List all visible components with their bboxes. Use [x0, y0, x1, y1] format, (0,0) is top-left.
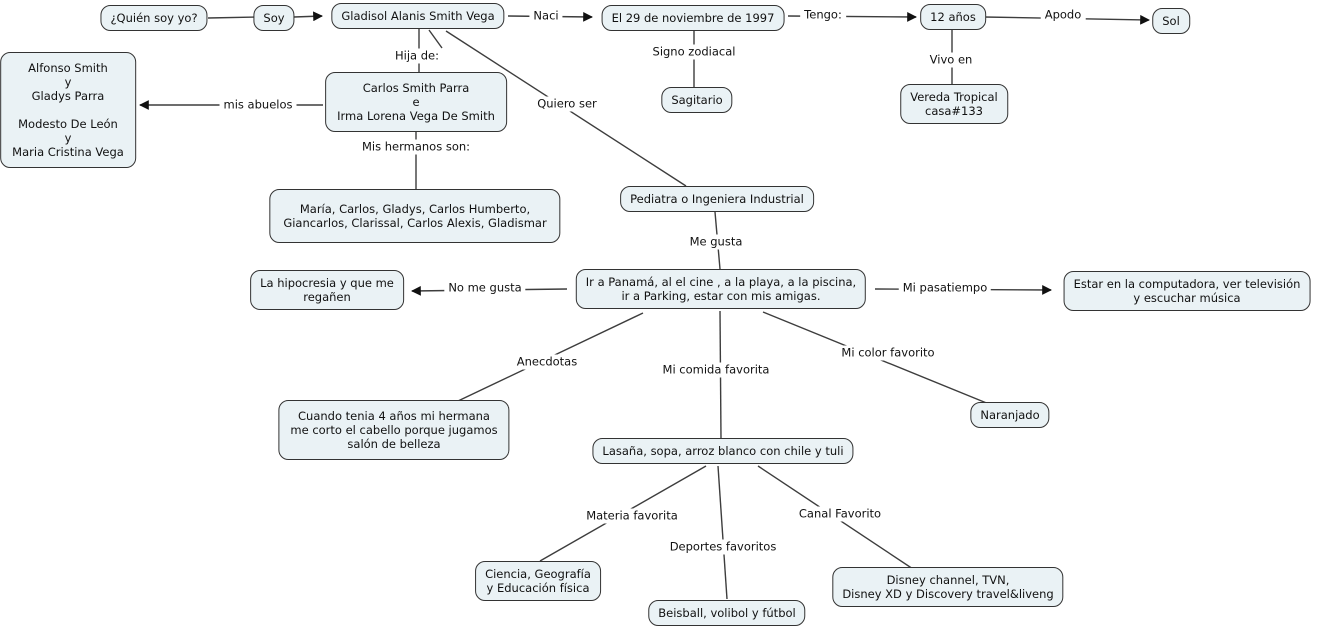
link-label-mi-comida-favorita[interactable]: Mi comida favorita: [658, 362, 774, 378]
node-materias-favoritas[interactable]: Ciencia, Geografía y Educación física: [475, 561, 601, 601]
node-color-favorito[interactable]: Naranjado: [970, 402, 1050, 428]
node-hermanos[interactable]: María, Carlos, Gladys, Carlos Humberto, …: [269, 189, 561, 243]
node-pasatiempos[interactable]: Estar en la computadora, ver televisión …: [1063, 271, 1311, 311]
link-label-no-me-gusta[interactable]: No me gusta: [444, 280, 526, 296]
node-quien-soy-yo[interactable]: ¿Quién soy yo?: [100, 5, 208, 31]
link-label-mis-abuelos[interactable]: mis abuelos: [219, 97, 297, 113]
node-apodo-sol[interactable]: Sol: [1152, 8, 1190, 34]
link-label-naci[interactable]: Naci: [529, 8, 563, 24]
link-label-quiero-ser[interactable]: Quiero ser: [533, 96, 601, 112]
link-label-anecdotas[interactable]: Anecdotas: [512, 354, 582, 370]
link-label-hija-de[interactable]: Hija de:: [391, 48, 443, 64]
edge-comida-deportes: [717, 465, 728, 600]
link-label-deportes-favoritos[interactable]: Deportes favoritos: [665, 539, 781, 555]
link-label-vivo-en[interactable]: Vivo en: [925, 52, 977, 68]
link-label-signo-zodiacal[interactable]: Signo zodiacal: [648, 44, 740, 60]
node-soy[interactable]: Soy: [253, 5, 295, 31]
node-padres[interactable]: Carlos Smith Parra e Irma Lorena Vega De…: [325, 72, 507, 132]
edge-soy-nombre: [293, 11, 323, 22]
node-canales-favoritos[interactable]: Disney channel, TVN, Disney XD y Discove…: [832, 567, 1064, 607]
link-label-materia-favorita[interactable]: Materia favorita: [582, 508, 682, 524]
link-label-canal-favorito[interactable]: Canal Favorito: [794, 506, 886, 522]
link-label-mi-pasatiempo[interactable]: Mi pasatiempo: [898, 280, 992, 296]
edge-nombre-hija-stub: [428, 29, 443, 49]
link-label-apodo[interactable]: Apodo: [1040, 7, 1086, 23]
node-direccion[interactable]: Vereda Tropical casa#133: [900, 84, 1008, 124]
edge-quien-soy: [207, 16, 257, 19]
node-comida-favorita[interactable]: Lasaña, sopa, arroz blanco con chile y t…: [592, 438, 854, 464]
node-anecdota[interactable]: Cuando tenia 4 años mi hermana me corto …: [278, 400, 510, 460]
node-deportes-favoritos[interactable]: Beisball, volibol y fútbol: [648, 600, 806, 626]
link-label-tengo[interactable]: Tengo:: [800, 7, 846, 23]
link-label-mi-color-favorito[interactable]: Mi color favorito: [837, 345, 939, 361]
node-nombre[interactable]: Gladisol Alanis Smith Vega: [331, 3, 505, 29]
node-gustos[interactable]: Ir a Panamá, al el cine , a la playa, a …: [575, 269, 867, 309]
node-profesion[interactable]: Pediatra o Ingeniera Industrial: [620, 186, 814, 212]
node-disgustos[interactable]: La hipocresia y que me regañen: [250, 270, 404, 310]
link-label-me-gusta[interactable]: Me gusta: [685, 234, 747, 250]
node-fecha-nacimiento[interactable]: El 29 de noviembre de 1997: [601, 5, 785, 31]
node-abuelos[interactable]: Alfonso Smith y Gladys Parra Modesto De …: [0, 52, 136, 168]
node-signo[interactable]: Sagitario: [661, 87, 733, 113]
link-label-mis-hermanos-son[interactable]: Mis hermanos son:: [357, 139, 475, 155]
node-edad[interactable]: 12 años: [920, 4, 986, 30]
